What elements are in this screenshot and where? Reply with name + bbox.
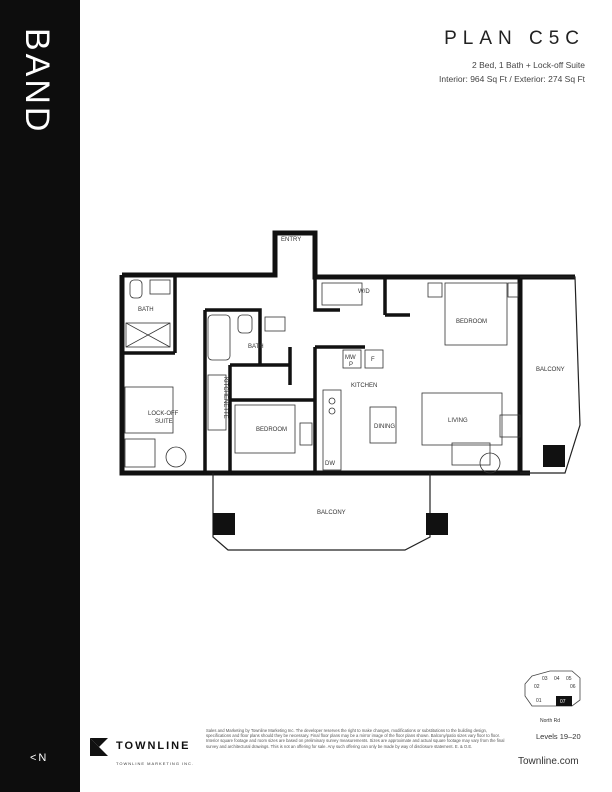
room-label-wd: W/D [358, 289, 370, 295]
room-label-lockoff: LOCK-OFF [148, 411, 179, 417]
living-furniture [322, 349, 521, 474]
room-label-living: LIVING [448, 418, 468, 424]
main-bedroom-furniture [321, 282, 519, 346]
room-label-bath1: BATH [138, 307, 154, 313]
keyplan-road: North Rd [540, 718, 561, 724]
bath1-fixtures [125, 279, 171, 348]
website-link[interactable]: Townline.com [518, 756, 579, 767]
room-label-entry: ENTRY [281, 237, 301, 243]
room-label-kitchenette: KITCHENETTE [222, 377, 228, 419]
plan-area: Interior: 964 Sq Ft / Exterior: 274 Sq F… [439, 74, 585, 84]
keyplan-unit: 06 [570, 684, 576, 690]
plan-title: PLAN C5C [444, 28, 585, 49]
room-label-dw: DW [325, 461, 335, 467]
room-label-mw: MW [345, 355, 356, 361]
room-label-balcony-bottom: BALCONY [317, 510, 346, 516]
bath2-fixtures [207, 314, 286, 361]
room-label-bedroom-main: BEDROOM [456, 319, 487, 325]
key-plan: 03 04 05 02 06 01 07 [524, 670, 581, 707]
room-label-bedroom2: BEDROOM [256, 427, 287, 433]
room-label-suite: SUITE [155, 419, 173, 425]
keyplan-unit: 03 [542, 676, 548, 682]
column-block [213, 513, 235, 535]
room-label-kitchen: KITCHEN [351, 383, 377, 389]
plan-subtitle: 2 Bed, 1 Bath + Lock-off Suite [471, 60, 585, 70]
band-logo: BAND [22, 28, 54, 134]
bedroom2-furniture [234, 404, 313, 454]
room-label-bath2: BATH [248, 344, 264, 350]
column-block [426, 513, 448, 535]
legal-disclaimer: Sales and Marketing by Townline Marketin… [206, 728, 505, 749]
floor-plan: ENTRY BATH BATH W/D BEDROOM BALCONY LOCK… [119, 230, 581, 551]
room-label-p: P [349, 362, 353, 368]
interior-walls [122, 275, 410, 475]
side-balcony [520, 276, 581, 474]
keyplan-unit: 07 [560, 699, 566, 705]
column-block [543, 445, 565, 467]
keyplan-unit: 01 [536, 698, 542, 704]
room-label-balcony-side: BALCONY [536, 367, 565, 373]
lockoff-furniture [124, 374, 227, 468]
brand-wordmark: BAND [22, 28, 54, 134]
room-label-dining: DINING [374, 424, 395, 430]
townline-subtitle: TOWNLINE MARKETING INC. [116, 761, 195, 766]
keyplan-unit: 04 [554, 676, 560, 682]
levels-label: Levels 19–20 [536, 732, 581, 741]
room-label-f: F [371, 357, 375, 363]
keyplan-unit: 05 [566, 676, 572, 682]
keyplan-unit: 02 [534, 684, 540, 690]
townline-logo-icon [90, 738, 108, 756]
brand-sidebar: BAND <N [0, 0, 80, 792]
north-indicator: <N [30, 752, 49, 764]
exterior-walls [119, 230, 575, 476]
townline-wordmark: TOWNLINE [116, 740, 191, 752]
